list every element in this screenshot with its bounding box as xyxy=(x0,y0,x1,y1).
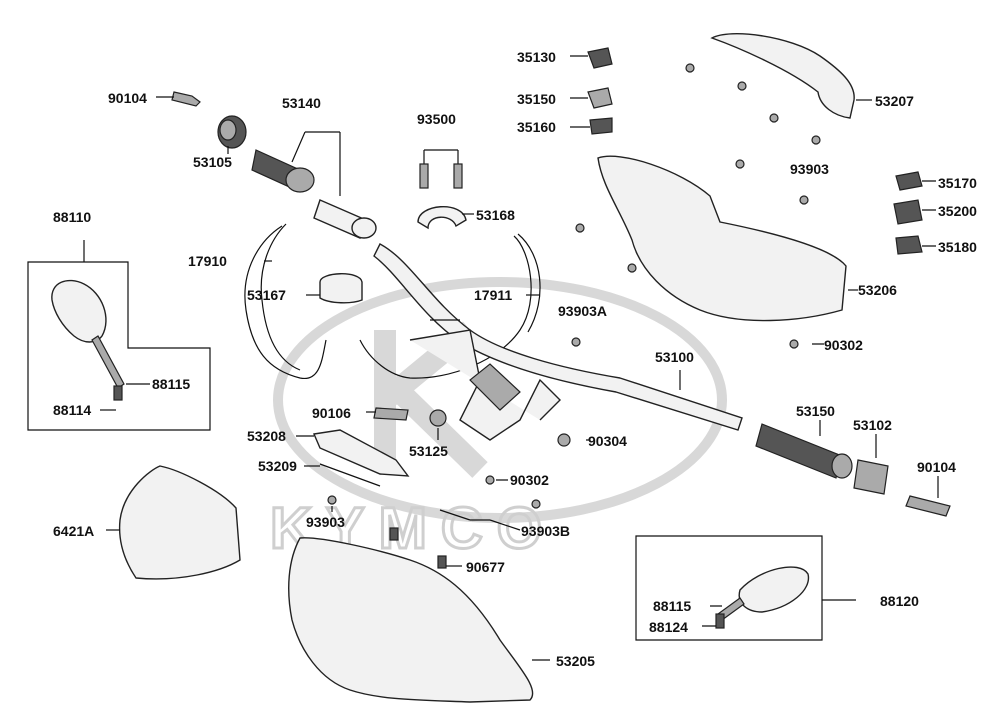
label-53102: 53102 xyxy=(853,417,892,433)
label-90104-left: 90104 xyxy=(108,90,147,106)
mirror-right-glass xyxy=(738,566,810,613)
grip-left-53140 xyxy=(251,131,377,239)
label-35160: 35160 xyxy=(517,119,556,135)
label-53168: 53168 xyxy=(476,207,515,223)
bar-end-53105 xyxy=(217,115,247,154)
label-35200: 35200 xyxy=(938,203,977,219)
label-88115-left: 88115 xyxy=(152,376,190,392)
handlebar-53100 xyxy=(373,243,743,441)
label-17911: 17911 xyxy=(474,287,512,303)
label-53100: 53100 xyxy=(655,349,694,365)
screws-misc xyxy=(327,63,824,531)
mirror-left-glass xyxy=(51,279,107,343)
label-35150: 35150 xyxy=(517,91,556,107)
mirror-right-frame xyxy=(635,535,823,641)
label-53207: 53207 xyxy=(875,93,914,109)
label-90302-top: 90302 xyxy=(824,337,863,353)
label-90302-bottom: 90302 xyxy=(510,472,549,488)
grip-right-53150 xyxy=(755,420,853,479)
label-53209: 53209 xyxy=(258,458,297,474)
label-53105: 53105 xyxy=(193,154,232,170)
label-53167: 53167 xyxy=(247,287,286,303)
mirror-left-bolt xyxy=(113,385,123,401)
label-93903-bottom: 93903 xyxy=(306,514,345,530)
label-93903-top: 93903 xyxy=(790,161,829,177)
label-90304: 90304 xyxy=(588,433,627,449)
mirror-right-bolt xyxy=(715,613,725,629)
cover-53208 xyxy=(296,429,410,477)
clamp-53167 xyxy=(306,273,363,304)
mirror-left-frame xyxy=(27,261,211,431)
label-88124: 88124 xyxy=(649,619,688,635)
label-88114: 88114 xyxy=(53,402,91,418)
throttle-cables xyxy=(244,223,541,379)
clip-90677 xyxy=(389,527,462,569)
label-53208: 53208 xyxy=(247,428,286,444)
label-53125: 53125 xyxy=(409,443,448,459)
bar-end-53102 xyxy=(853,434,889,495)
cover-53206 xyxy=(597,155,858,322)
rod-53209 xyxy=(304,463,381,487)
label-35180: 35180 xyxy=(938,239,977,255)
label-53150: 53150 xyxy=(796,403,835,419)
label-93903A: 93903A xyxy=(558,303,607,319)
clamp-53168 xyxy=(417,206,474,230)
screws-93500 xyxy=(419,149,463,189)
windscreen-6421A xyxy=(106,465,241,580)
label-35130: 35130 xyxy=(517,49,556,65)
label-53205: 53205 xyxy=(556,653,595,669)
switches-left xyxy=(570,47,613,135)
label-93903B: 93903B xyxy=(521,523,570,539)
bolt-90104-right xyxy=(905,476,951,517)
mirror-right-assembly xyxy=(635,535,856,641)
bolt-90106 xyxy=(366,407,409,421)
label-35170: 35170 xyxy=(938,175,977,191)
label-90677: 90677 xyxy=(466,559,505,575)
cover-53207 xyxy=(710,33,872,119)
label-90104-right: 90104 xyxy=(917,459,956,475)
label-17910: 17910 xyxy=(188,253,227,269)
mirror-left-stem xyxy=(91,335,125,389)
label-93500: 93500 xyxy=(417,111,456,127)
cover-53205 xyxy=(288,537,550,703)
label-88120: 88120 xyxy=(880,593,919,609)
label-53140: 53140 xyxy=(282,95,321,111)
label-90106: 90106 xyxy=(312,405,351,421)
switches-right xyxy=(893,171,936,255)
label-88110: 88110 xyxy=(53,209,91,225)
label-53206: 53206 xyxy=(858,282,897,298)
mirror-left-assembly xyxy=(27,240,211,431)
label-6421A: 6421A xyxy=(53,523,94,539)
part-labels: 35130 35150 35160 53207 90104 53140 9350… xyxy=(53,49,977,669)
bolt-90104-left xyxy=(156,91,201,107)
label-88115-right: 88115 xyxy=(653,598,691,614)
